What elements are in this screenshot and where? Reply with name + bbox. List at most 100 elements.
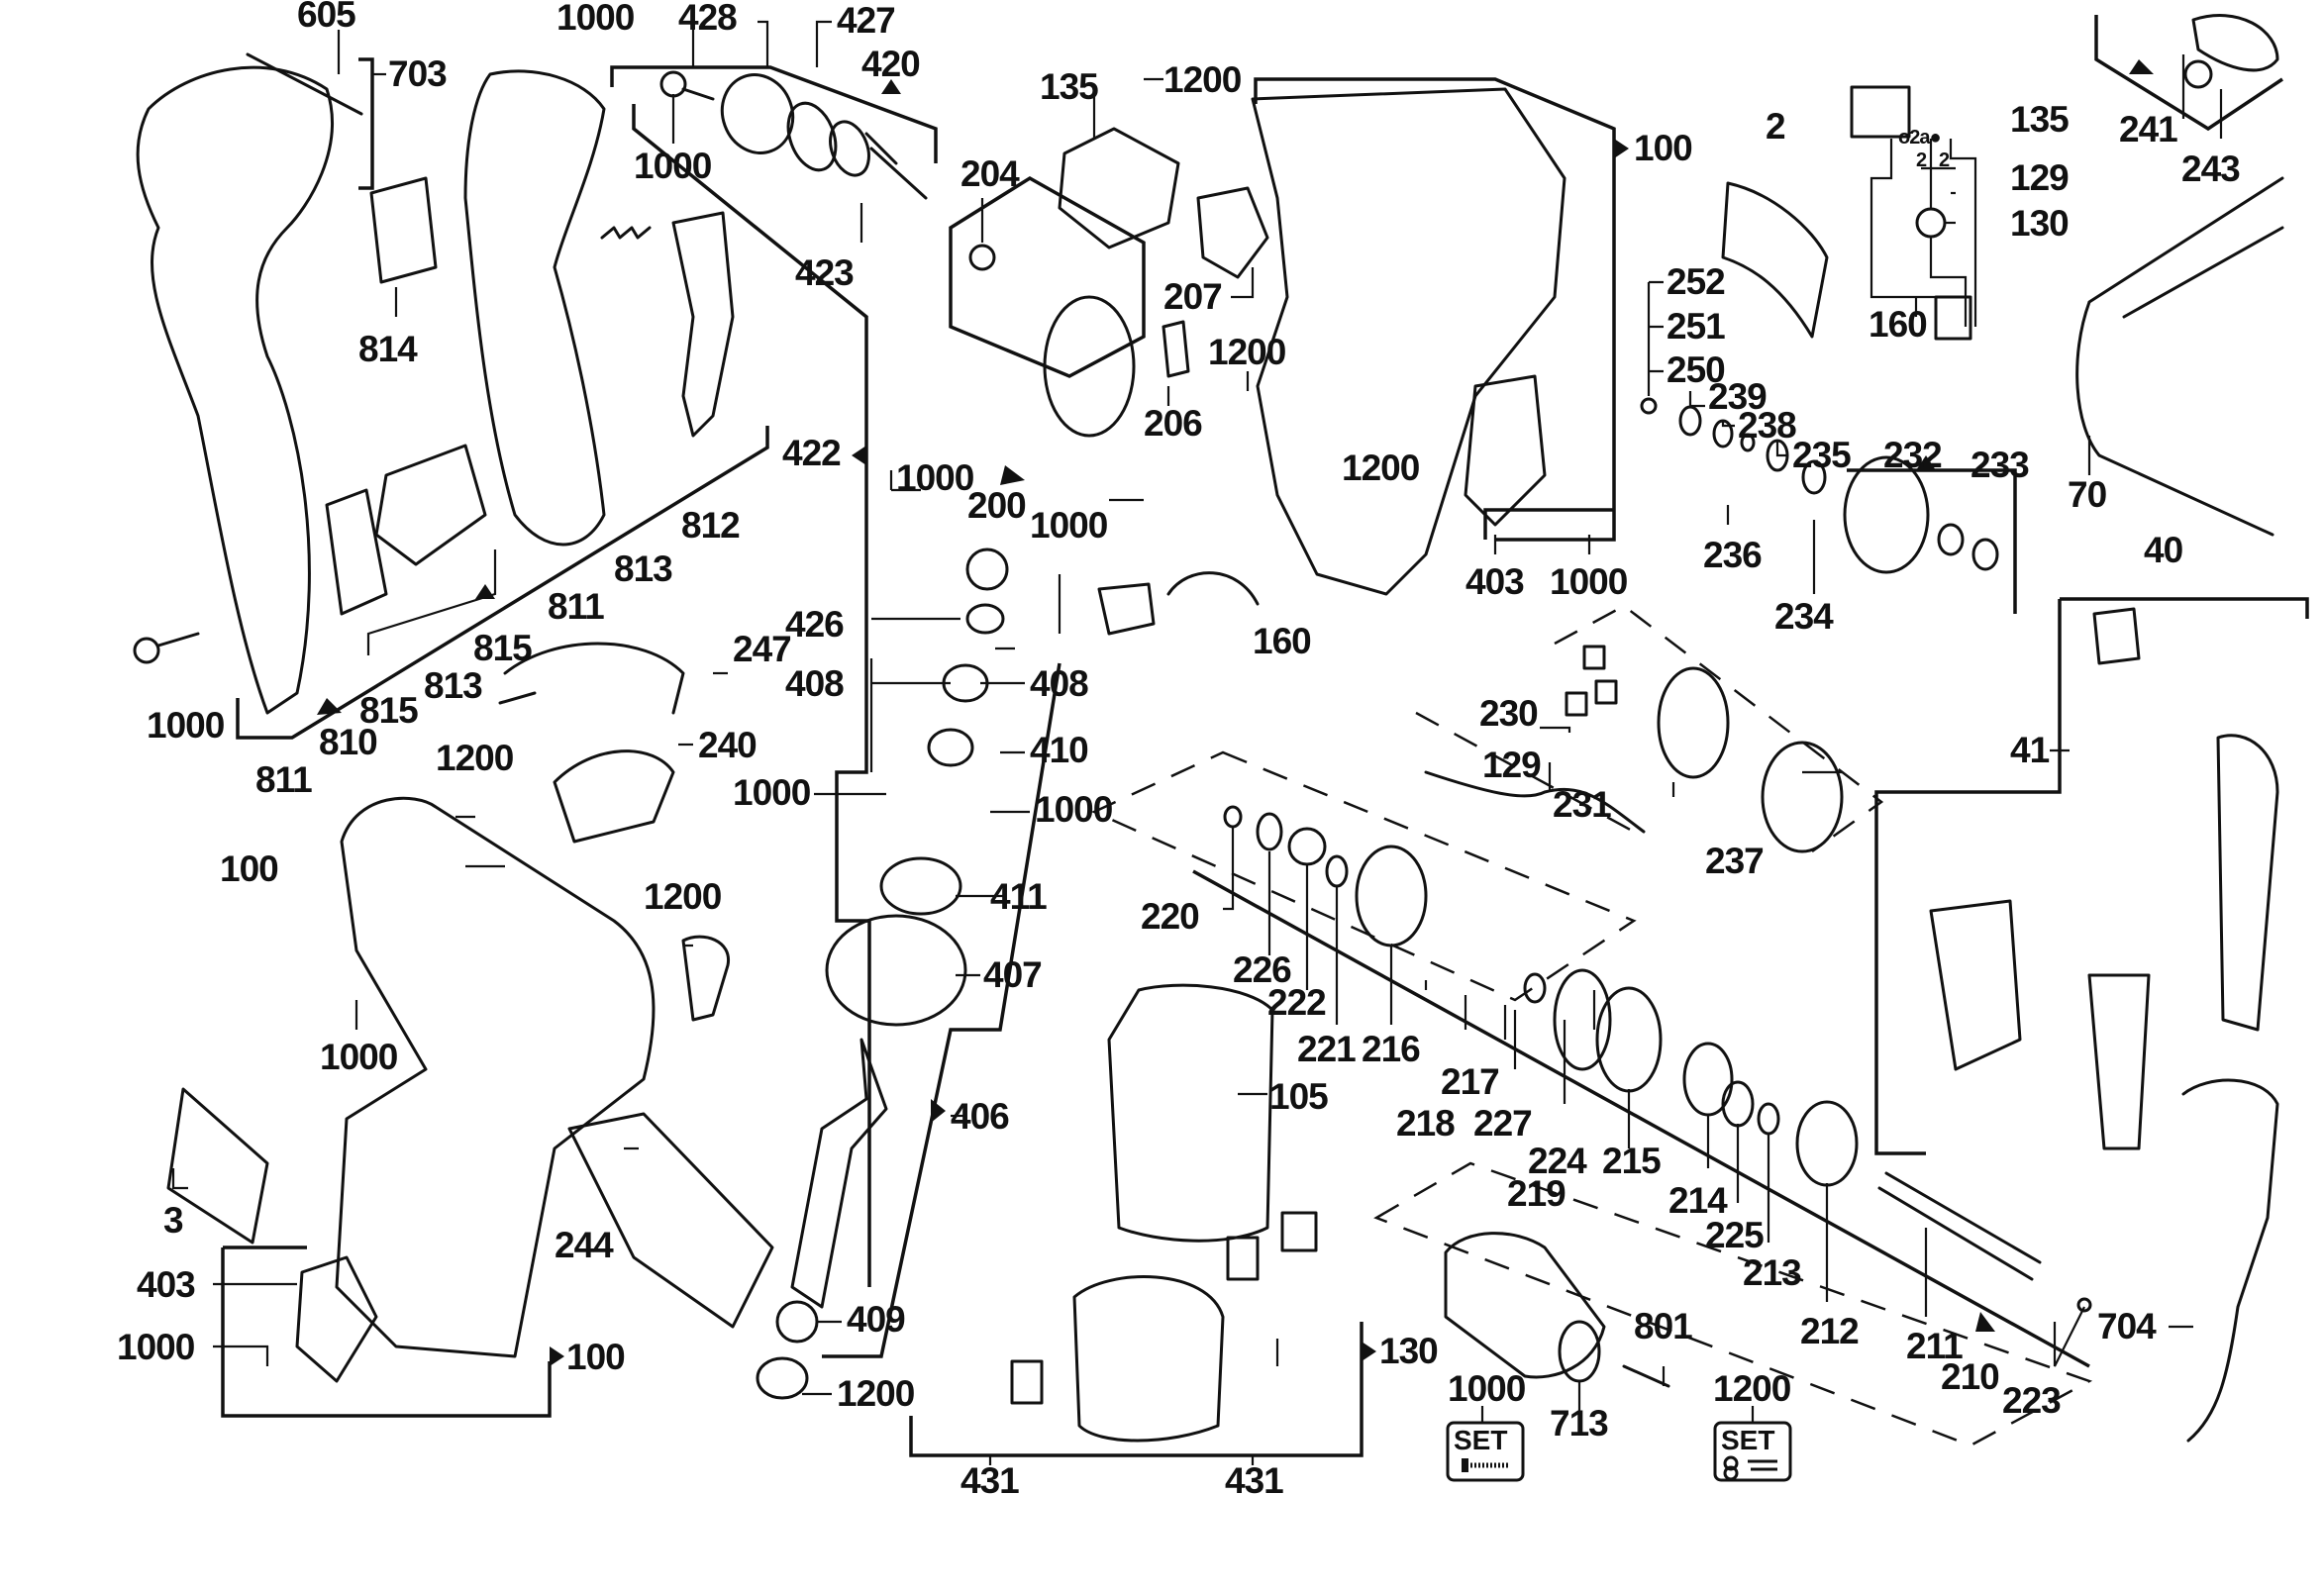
part-label-221[interactable]: 221 — [1297, 1029, 1357, 1069]
part-label-422[interactable]: 422 — [782, 433, 842, 473]
part-label-403[interactable]: 403 — [137, 1264, 196, 1305]
part-label-237[interactable]: 237 — [1705, 841, 1765, 881]
part-label-70[interactable]: 70 — [2068, 474, 2108, 515]
part-label-1200[interactable]: 1200 — [1342, 448, 1421, 488]
set-badge-1000[interactable]: 1000 SET — [1446, 1368, 1527, 1482]
part-label-2[interactable]: 2 — [1766, 106, 1786, 147]
part-label-200[interactable]: 200 — [967, 485, 1027, 526]
part-label-226[interactable]: 226 — [1233, 949, 1292, 990]
part-label-211[interactable]: 211 — [1906, 1326, 1964, 1366]
part-label-100[interactable]: 100 — [566, 1337, 626, 1377]
part-label-100[interactable]: 100 — [1634, 128, 1693, 168]
part-label-130[interactable]: 130 — [1379, 1331, 1439, 1371]
part-label-223[interactable]: 223 — [2002, 1380, 2062, 1421]
part-label-41[interactable]: 41 — [2010, 730, 2051, 770]
part-label-129[interactable]: 129 — [2010, 157, 2070, 198]
part-label-235[interactable]: 235 — [1792, 435, 1852, 475]
part-label-105[interactable]: 105 — [1269, 1076, 1329, 1117]
part-label-3[interactable]: 3 — [163, 1200, 184, 1241]
part-label-411[interactable]: 411 — [990, 876, 1048, 917]
part-label-1200[interactable]: 1200 — [644, 876, 723, 917]
part-label-160[interactable]: 160 — [1869, 304, 1928, 345]
part-label-605[interactable]: 605 — [297, 0, 356, 35]
part-label-408[interactable]: 408 — [785, 663, 845, 704]
part-label-813[interactable]: 813 — [614, 548, 673, 589]
part-label-135[interactable]: 135 — [1040, 66, 1099, 107]
part-label-212[interactable]: 212 — [1800, 1311, 1860, 1351]
part-label-215[interactable]: 215 — [1602, 1141, 1662, 1181]
part-label-704[interactable]: 704 — [2097, 1306, 2158, 1346]
part-label-431[interactable]: 431 — [1225, 1460, 1284, 1501]
part-label-426[interactable]: 426 — [785, 604, 845, 645]
part-label-409[interactable]: 409 — [847, 1299, 906, 1340]
part-label-230[interactable]: 230 — [1479, 693, 1539, 734]
part-label-220[interactable]: 220 — [1141, 896, 1200, 937]
part-label-812[interactable]: 812 — [681, 505, 741, 546]
part-label-206[interactable]: 206 — [1144, 403, 1203, 444]
part-label-160[interactable]: 160 — [1253, 621, 1312, 661]
part-label-204[interactable]: 204 — [960, 153, 1021, 194]
part-label-233[interactable]: 233 — [1970, 445, 2030, 485]
set-badge-1200[interactable]: 1200 SET — [1713, 1368, 1792, 1482]
part-label-1000[interactable]: 1000 — [117, 1327, 196, 1367]
part-label-408[interactable]: 408 — [1030, 663, 1089, 704]
part-label-1000[interactable]: 1000 — [1550, 561, 1629, 602]
part-label-219[interactable]: 219 — [1507, 1173, 1566, 1214]
part-label-1000[interactable]: 1000 — [1030, 505, 1109, 546]
part-label-207[interactable]: 207 — [1163, 276, 1223, 317]
part-label-1200[interactable]: 1200 — [1163, 59, 1243, 100]
part-label-1000[interactable]: 1000 — [896, 457, 975, 498]
part-label-1000[interactable]: 1000 — [556, 0, 636, 38]
part-label-232[interactable]: 232 — [1883, 435, 1943, 475]
part-label-427[interactable]: 427 — [837, 0, 896, 41]
part-label-210[interactable]: 210 — [1941, 1356, 2000, 1397]
part-label-801[interactable]: 801 — [1634, 1306, 1693, 1346]
part-label-224[interactable]: 224 — [1528, 1141, 1588, 1181]
part-label-1000[interactable]: 1000 — [1035, 789, 1114, 830]
part-label-241[interactable]: 241 — [2119, 109, 2178, 150]
part-label-810[interactable]: 810 — [319, 722, 378, 762]
part-label-406[interactable]: 406 — [951, 1096, 1010, 1137]
part-label-240[interactable]: 240 — [698, 725, 758, 765]
part-label-1000[interactable]: 1000 — [634, 146, 713, 186]
part-label-410[interactable]: 410 — [1030, 730, 1089, 770]
part-label-1200[interactable]: 1200 — [837, 1373, 916, 1414]
part-label-130[interactable]: 130 — [2010, 203, 2070, 244]
part-label-238[interactable]: 238 — [1738, 405, 1797, 446]
part-label-252[interactable]: 252 — [1667, 261, 1726, 302]
part-label-814[interactable]: 814 — [358, 329, 419, 369]
part-label-244[interactable]: 244 — [555, 1225, 615, 1265]
part-label-251[interactable]: 251 — [1667, 306, 1726, 347]
part-label-815[interactable]: 815 — [359, 690, 419, 731]
part-label-428[interactable]: 428 — [678, 0, 738, 38]
part-label-243[interactable]: 243 — [2181, 149, 2241, 189]
part-label-811[interactable]: 811 — [255, 759, 313, 800]
part-label-216[interactable]: 216 — [1362, 1029, 1421, 1069]
part-label-239[interactable]: 239 — [1708, 376, 1768, 417]
part-label-250[interactable]: 250 — [1667, 349, 1726, 390]
part-label-420[interactable]: 420 — [861, 44, 921, 84]
part-label-100[interactable]: 100 — [220, 848, 279, 889]
part-label-222[interactable]: 222 — [1267, 982, 1327, 1023]
part-label-236[interactable]: 236 — [1703, 535, 1763, 575]
part-label-1200[interactable]: 1200 — [436, 738, 515, 778]
part-label-135[interactable]: 135 — [2010, 99, 2070, 140]
part-label-813[interactable]: 813 — [424, 665, 483, 706]
part-label-703[interactable]: 703 — [388, 53, 448, 94]
part-label-423[interactable]: 423 — [795, 252, 855, 293]
part-label-214[interactable]: 214 — [1668, 1180, 1729, 1221]
part-label-1200[interactable]: 1200 — [1208, 332, 1287, 372]
part-label-227[interactable]: 227 — [1473, 1103, 1533, 1144]
part-label-247[interactable]: 247 — [733, 629, 792, 669]
part-label-815[interactable]: 815 — [473, 628, 533, 668]
part-label-234[interactable]: 234 — [1774, 596, 1835, 637]
part-label-403[interactable]: 403 — [1465, 561, 1525, 602]
part-label-1000[interactable]: 1000 — [147, 705, 226, 746]
part-label-231[interactable]: 231 — [1553, 784, 1612, 825]
part-label-40[interactable]: 40 — [2144, 530, 2184, 570]
part-label-811[interactable]: 811 — [548, 586, 605, 627]
part-label-218[interactable]: 218 — [1396, 1103, 1456, 1144]
part-label-713[interactable]: 713 — [1550, 1403, 1609, 1444]
part-label-1000[interactable]: 1000 — [733, 772, 812, 813]
part-label-225[interactable]: 225 — [1705, 1215, 1765, 1255]
